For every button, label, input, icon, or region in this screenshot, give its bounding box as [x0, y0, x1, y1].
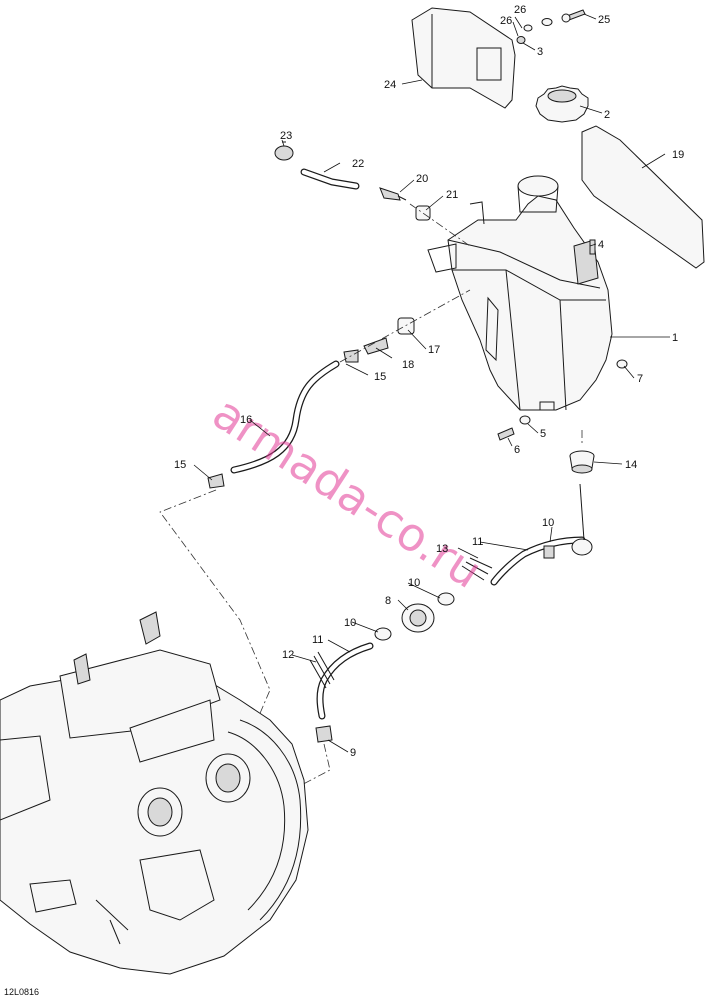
tank-grommet [569, 450, 595, 474]
callout-10-middle: 10 [408, 577, 420, 589]
callout-labels: 1 2 3 4 5 6 7 8 9 10 10 10 11 11 12 13 1… [174, 4, 684, 759]
callout-14: 14 [625, 459, 637, 471]
bolt-and-washers [516, 9, 586, 44]
engine-block [0, 611, 309, 975]
callout-18: 18 [402, 359, 414, 371]
callout-11-lower: 11 [312, 634, 323, 646]
callout-7: 7 [637, 373, 643, 385]
callout-1: 1 [672, 332, 678, 344]
callout-17: 17 [428, 344, 440, 356]
tank-cap [535, 85, 589, 123]
callout-19: 19 [672, 149, 684, 161]
callout-2: 2 [604, 109, 610, 121]
oil-tank [427, 175, 613, 411]
callout-26-upper: 26 [514, 4, 526, 16]
callout-21: 21 [446, 189, 458, 201]
callout-8: 8 [385, 595, 391, 607]
leader-lines [193, 13, 670, 753]
heat-shield-plate [411, 7, 516, 109]
callout-3: 3 [537, 46, 543, 58]
vent-line [274, 141, 431, 221]
callout-24: 24 [384, 79, 396, 91]
callout-16: 16 [240, 414, 252, 426]
callout-26-lower: 26 [500, 15, 512, 27]
lower-line-assembly [309, 483, 593, 743]
gasket-sheet [581, 125, 705, 269]
callout-12: 12 [282, 649, 294, 661]
oil-feed-line [207, 317, 415, 489]
callout-22: 22 [352, 158, 364, 170]
callout-15-upper: 15 [374, 371, 386, 383]
callout-5: 5 [540, 428, 546, 440]
drawing-id: 12L0816 [4, 987, 39, 997]
callout-11-upper: 11 [472, 536, 483, 548]
callout-10-upper: 10 [542, 517, 554, 529]
callout-20: 20 [416, 173, 428, 185]
callout-6: 6 [514, 444, 520, 456]
callout-9: 9 [350, 747, 356, 759]
callout-4: 4 [598, 239, 604, 251]
callout-13: 13 [436, 543, 448, 555]
callout-10-lower: 10 [344, 617, 356, 629]
callout-23: 23 [280, 130, 292, 142]
callout-25: 25 [598, 14, 610, 26]
callout-15-lower: 15 [174, 459, 186, 471]
